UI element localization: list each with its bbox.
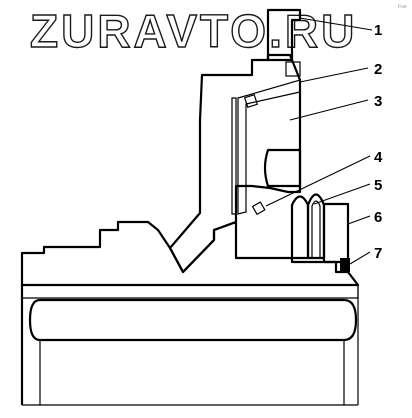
callout-1: 1 [374, 22, 382, 39]
retaining-ring [340, 258, 350, 272]
callout-5: 5 [374, 177, 382, 194]
leader-lines [265, 17, 373, 265]
callout-4: 4 [374, 149, 383, 166]
callout-labels: 1 2 3 4 5 6 7 [374, 22, 383, 262]
corner-mark: Fue [398, 4, 407, 10]
friction-discs [290, 193, 326, 260]
watermark-text: ZURAVTO.RU [30, 5, 357, 57]
bearing-race [20, 284, 359, 406]
pressure-plate [322, 202, 350, 264]
callout-6: 6 [374, 209, 382, 226]
seal-ring-upper [237, 79, 301, 215]
callout-7: 7 [374, 245, 382, 262]
callout-2: 2 [374, 61, 382, 78]
o-ring-lower [251, 201, 266, 216]
top-flange [266, 8, 302, 77]
callout-3: 3 [374, 93, 382, 110]
